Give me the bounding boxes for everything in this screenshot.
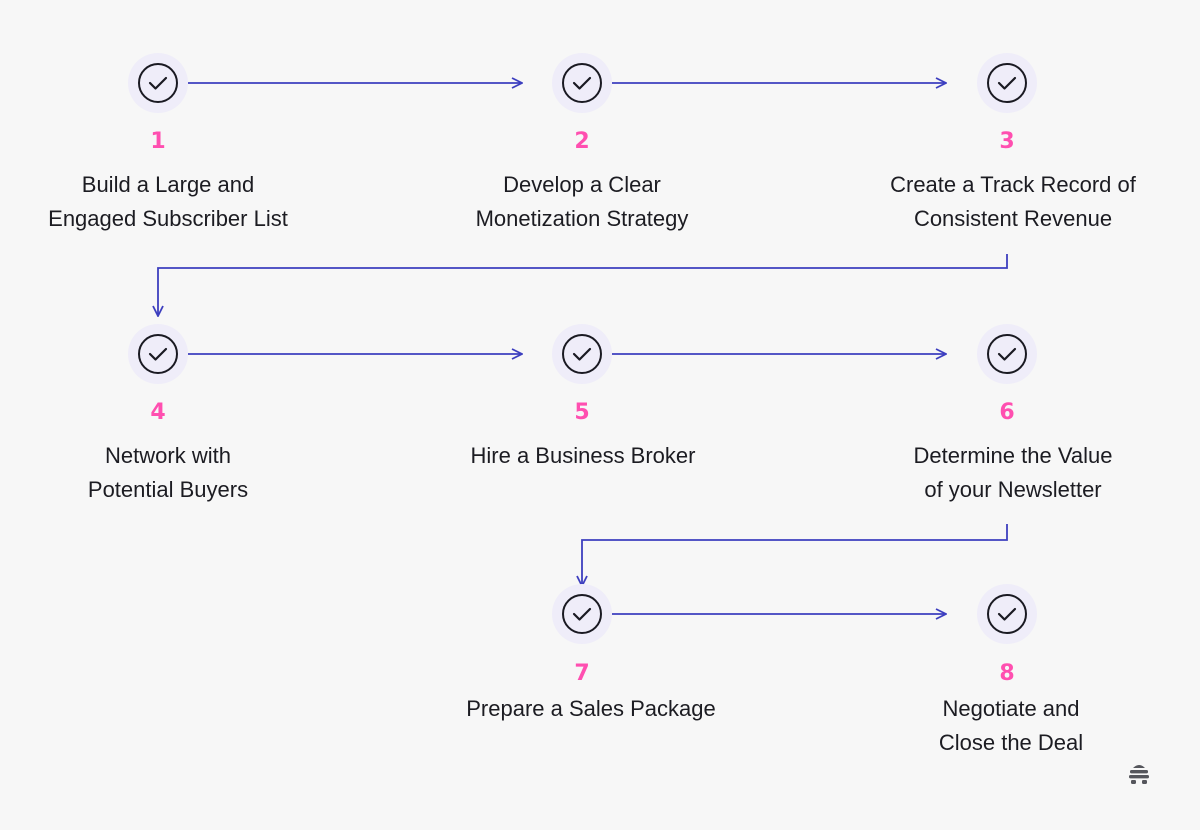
- arrow-6-to-7: [582, 524, 1008, 586]
- step-title: Hire a Business Broker: [470, 443, 696, 468]
- step-marker: [977, 584, 1037, 644]
- step-number: 2: [574, 129, 590, 154]
- step-marker: [128, 324, 188, 384]
- step-number: 6: [999, 400, 1015, 425]
- step-marker: [552, 53, 612, 113]
- step-number: 1: [150, 129, 166, 154]
- step-marker: [552, 324, 612, 384]
- arrow-3-to-4: [158, 254, 1008, 316]
- step-marker: [552, 584, 612, 644]
- step-number: 3: [999, 129, 1015, 154]
- beehiiv-logo-icon: [1129, 765, 1149, 784]
- step-number: 4: [150, 400, 166, 425]
- step-number: 5: [574, 400, 590, 425]
- step-number: 7: [574, 661, 590, 686]
- step-marker: [128, 53, 188, 113]
- step-marker: [977, 53, 1037, 113]
- step-marker: [977, 324, 1037, 384]
- step-number: 8: [999, 661, 1015, 686]
- step-title: Prepare a Sales Package: [466, 696, 716, 721]
